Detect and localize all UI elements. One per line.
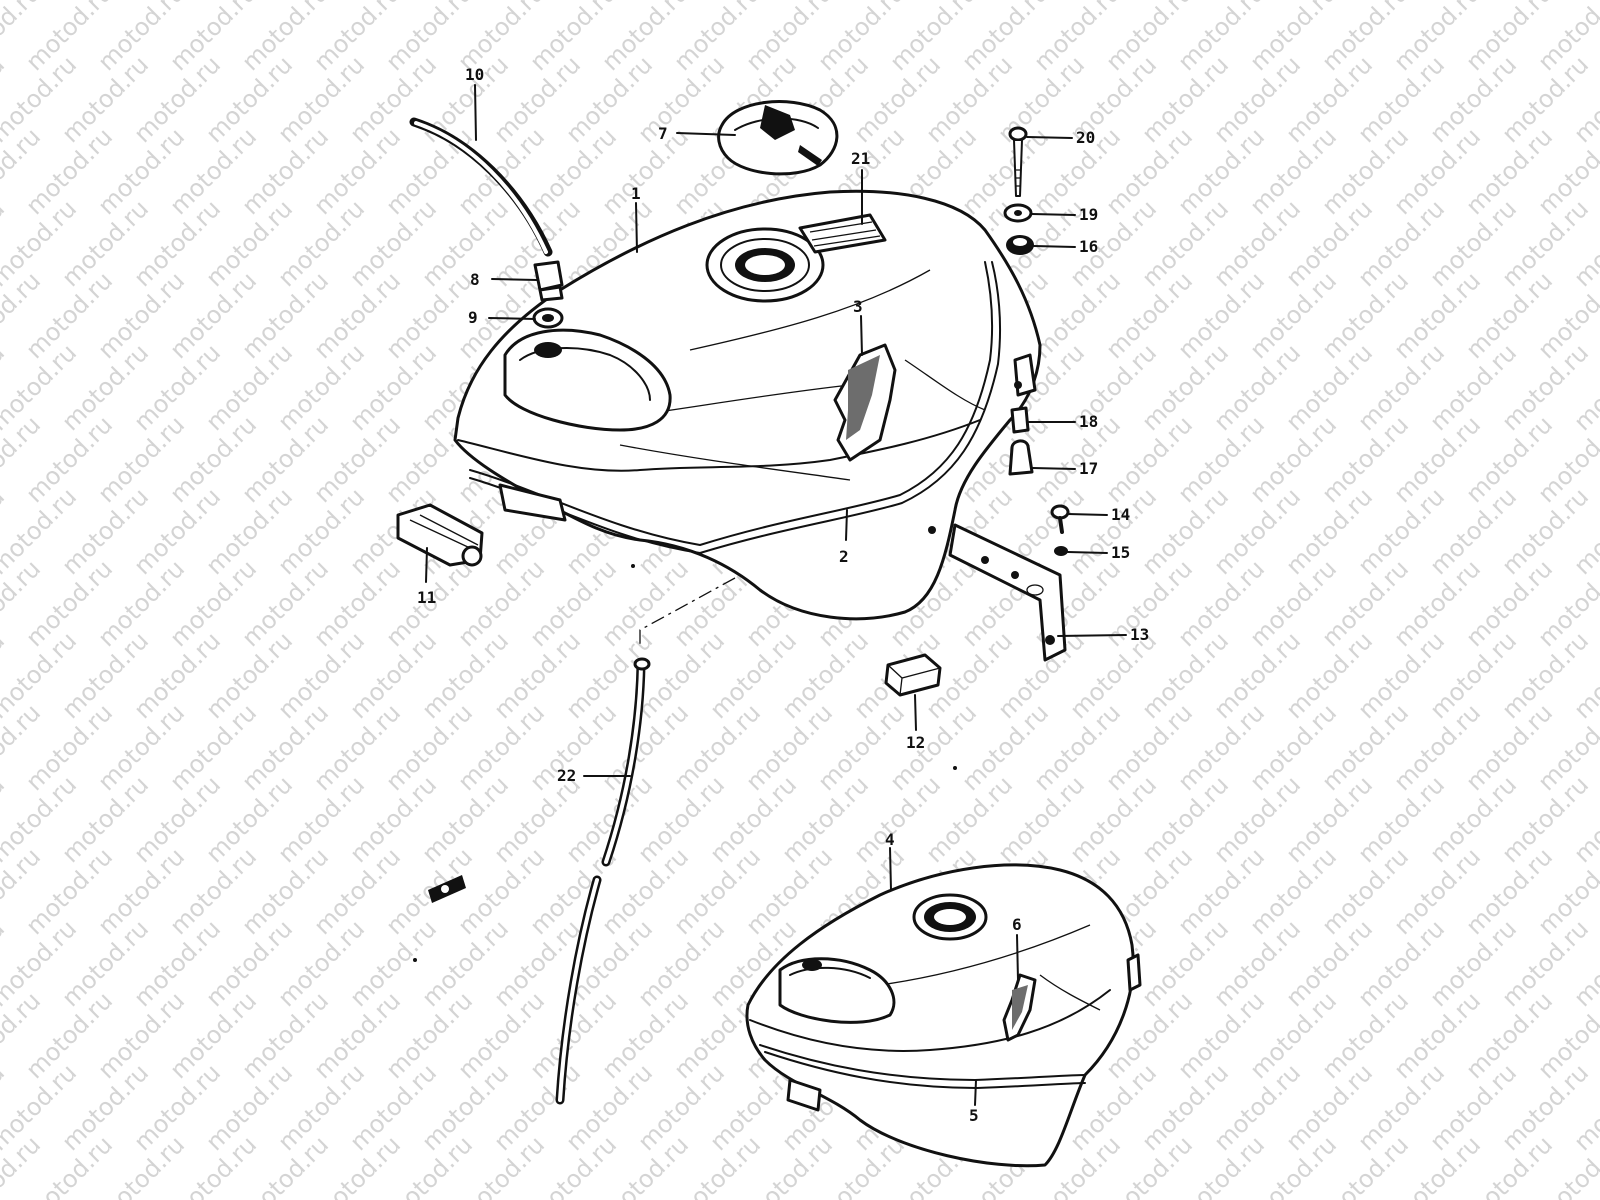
bolt-14 [1050,504,1070,534]
washer-19 [1003,203,1033,223]
callout-10: 10 [465,65,484,84]
callout-1: 1 [631,184,641,203]
callout-4: 4 [885,830,895,849]
callout-21: 21 [851,149,870,168]
callout-18: 18 [1079,412,1098,431]
callout-22: 22 [557,766,576,785]
breather-fitting [533,260,564,302]
tank-cushion [396,503,484,567]
callout-14: 14 [1111,505,1130,524]
fuel-cap [717,100,839,176]
leader-lines [425,84,1127,1106]
callout-13: 13 [1130,625,1149,644]
callout-20: 20 [1076,128,1095,147]
fuel-tank-alt [745,863,1142,1168]
callout-19: 19 [1079,205,1098,224]
spacer-18 [1010,406,1030,434]
tank-bracket [948,523,1067,662]
filler-opening [705,227,825,303]
front-pocket [503,328,672,432]
cushion-16 [1006,235,1034,255]
callout-3: 3 [853,297,863,316]
callout-12: 12 [906,733,925,752]
grommet-17 [1008,439,1034,476]
bolt-20 [1008,126,1028,197]
drain-hose [555,657,651,1105]
callout-16: 16 [1079,237,1098,256]
callout-2: 2 [839,547,849,566]
warning-label [798,213,887,254]
callout-8: 8 [470,270,480,289]
callout-7: 7 [658,124,668,143]
callout-6: 6 [1012,915,1022,934]
washer [532,307,564,329]
callout-15: 15 [1111,543,1130,562]
washer-15 [1054,546,1068,556]
rubber-block [884,653,942,697]
emblem-decal-alt [1002,973,1037,1042]
callout-17: 17 [1079,459,1098,478]
hose-clip [428,875,466,903]
callout-5: 5 [969,1106,979,1125]
callout-9: 9 [468,308,478,327]
callout-labels: 1 2 3 4 5 6 7 8 9 10 11 12 13 14 15 16 1… [417,65,1149,1125]
fuel-tank [453,189,1042,621]
emblem-decal [833,343,897,462]
callout-11: 11 [417,588,436,607]
